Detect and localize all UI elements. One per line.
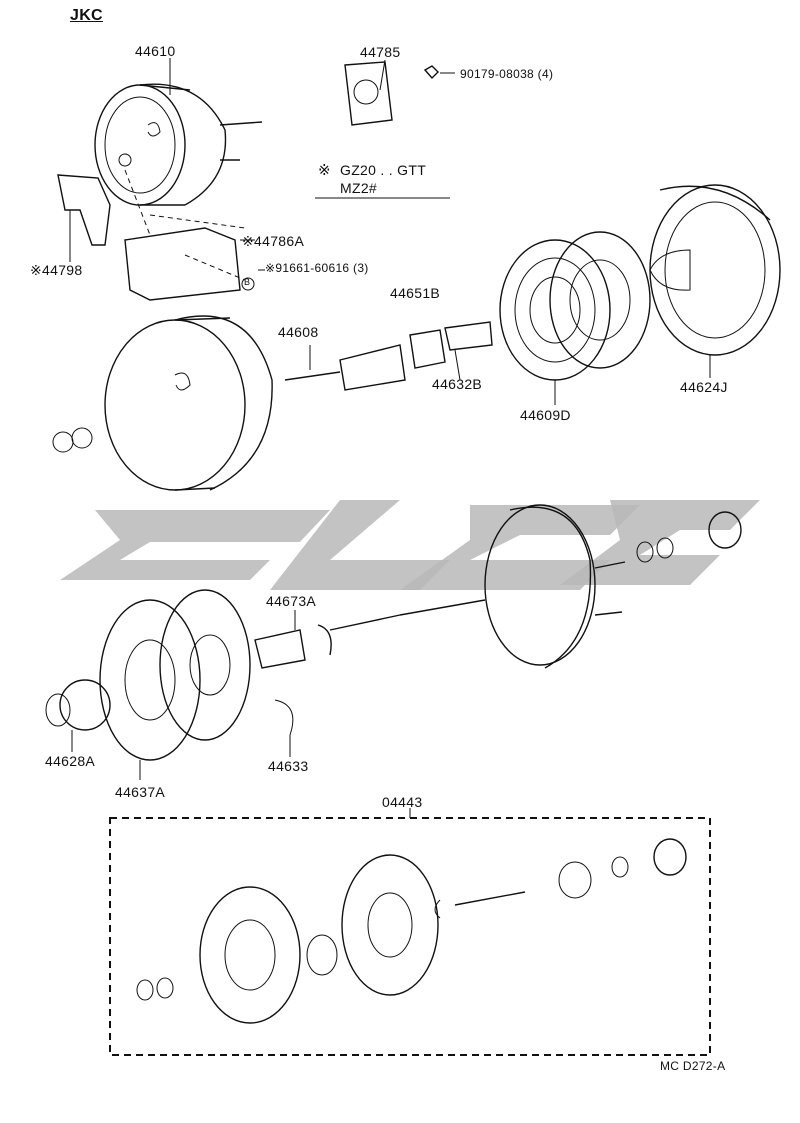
gasket-44785-drawing bbox=[315, 59, 455, 199]
label-91661: ※91661-60616 (3) bbox=[265, 261, 369, 275]
label-04443: 04443 bbox=[382, 794, 423, 810]
label-44608: 44608 bbox=[278, 324, 319, 340]
condition-line1: GZ20 . . GTT bbox=[340, 162, 427, 178]
label-44624J: 44624J bbox=[680, 379, 728, 395]
bracket-drawing bbox=[57, 174, 265, 301]
label-90179: 90179-08038 (4) bbox=[460, 67, 554, 81]
diagram-code-header: JKC bbox=[70, 7, 103, 24]
label-44651B: 44651B bbox=[390, 285, 441, 301]
lower-exploded-drawing bbox=[45, 504, 742, 780]
condition-symbol: ※ bbox=[318, 162, 331, 179]
label-44632B: 44632B bbox=[432, 376, 483, 392]
label-44610: 44610 bbox=[135, 43, 176, 59]
label-44798: ※44798 bbox=[30, 262, 83, 278]
kit-box-04443-drawing bbox=[109, 808, 711, 1056]
watermark-logo bbox=[60, 500, 760, 590]
diaphragm-44609D-drawing bbox=[499, 231, 651, 405]
label-44637A: 44637A bbox=[115, 784, 166, 800]
label-44673A: 44673A bbox=[266, 593, 317, 609]
label-44609D: 44609D bbox=[520, 407, 571, 423]
label-44785: 44785 bbox=[360, 44, 401, 60]
condition-line2: MZ2# bbox=[340, 180, 377, 196]
diagram-code-footer: MC D272-A bbox=[660, 1059, 726, 1073]
booster-44610-drawing bbox=[94, 58, 263, 236]
circle-b-marker: B bbox=[244, 277, 251, 287]
label-44628A: 44628A bbox=[45, 753, 96, 769]
shell-44624J-drawing bbox=[649, 184, 781, 378]
label-44786A: ※44786A bbox=[242, 233, 305, 249]
label-44633: 44633 bbox=[268, 758, 309, 774]
booster-middle-drawing bbox=[52, 315, 493, 491]
